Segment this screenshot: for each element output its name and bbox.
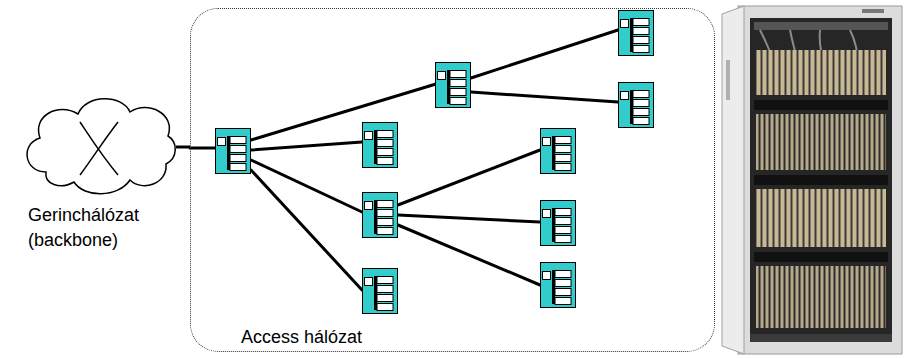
wire (398, 150, 540, 205)
door-handle (726, 60, 730, 100)
device-icon (363, 193, 398, 238)
cloud-outline (18, 92, 178, 202)
cable-tray (754, 252, 888, 262)
wire (398, 215, 540, 222)
rack-base (750, 334, 892, 342)
wire (398, 225, 540, 285)
cable-tray (754, 22, 888, 30)
wire (251, 142, 362, 150)
card-shelf (756, 189, 886, 247)
wire (471, 92, 618, 102)
device-icon (216, 129, 251, 174)
device-icon (436, 63, 471, 108)
access-region: Access hálózat (190, 8, 715, 352)
node-label: Gerinchálózat (backbone) (28, 203, 178, 253)
card-shelf (756, 114, 886, 170)
card-shelf (756, 266, 886, 328)
card-shelf (756, 50, 886, 95)
device-icon (363, 123, 398, 168)
switch-symbol (80, 122, 118, 175)
switch-stroke (80, 122, 118, 175)
node-label: Access hálózat (241, 325, 362, 350)
switch-stroke (80, 122, 118, 175)
device-icon (541, 129, 576, 174)
backbone-cloud: Gerinchálózat (backbone) (18, 92, 184, 260)
cable-tray (754, 100, 888, 110)
rack-cabinet (722, 6, 902, 354)
rack-door (722, 6, 744, 354)
access-devices (216, 11, 654, 314)
rack-logo (862, 9, 884, 13)
rack-interior (750, 18, 892, 342)
cloud-path (27, 99, 175, 194)
wire (251, 170, 362, 290)
rack-body (738, 6, 902, 354)
access-wires (190, 30, 618, 290)
backbone-link (176, 146, 190, 149)
device-icon (619, 83, 654, 128)
device-icon (363, 269, 398, 314)
device-icon (541, 201, 576, 246)
wire (471, 30, 618, 78)
device-icon (619, 11, 654, 56)
device-icon (541, 263, 576, 308)
wire (190, 147, 215, 150)
wire (251, 84, 436, 140)
cable-tray (754, 175, 888, 185)
